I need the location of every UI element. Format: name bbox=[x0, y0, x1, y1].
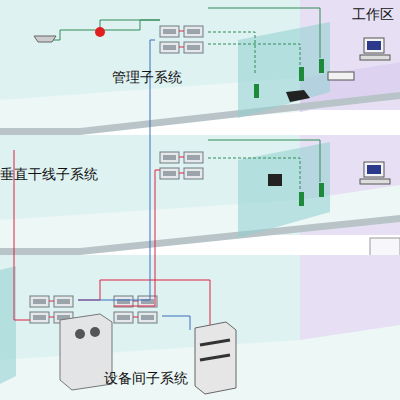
rack-unit bbox=[200, 340, 230, 345]
subsystem-label: 垂直干线子系统 bbox=[0, 166, 98, 182]
outlet bbox=[319, 59, 324, 73]
partition-wall bbox=[238, 22, 330, 118]
cable bbox=[208, 32, 255, 75]
floor-slab bbox=[0, 92, 400, 135]
cable bbox=[100, 20, 160, 32]
subsystem-label: 管理子系统 bbox=[112, 69, 182, 85]
ceiling-light bbox=[34, 36, 56, 42]
telephone bbox=[286, 90, 310, 102]
floor-slab bbox=[0, 215, 400, 255]
cable bbox=[162, 316, 190, 330]
rack-unit bbox=[200, 355, 230, 360]
subsystem-label: 设备间子系统 bbox=[104, 370, 188, 386]
outlet bbox=[299, 192, 304, 206]
cable bbox=[45, 20, 160, 40]
outlet bbox=[319, 183, 324, 197]
cable bbox=[208, 158, 300, 190]
floor-bottom bbox=[0, 255, 400, 400]
cable bbox=[208, 140, 320, 182]
alarm-bell bbox=[95, 27, 105, 37]
subsystem-label: 工作区 bbox=[352, 6, 394, 22]
server-rack bbox=[195, 322, 236, 394]
floor-top bbox=[0, 0, 400, 135]
outlet bbox=[299, 67, 304, 81]
partition-wall bbox=[238, 142, 330, 238]
cable bbox=[208, 8, 320, 58]
outlet bbox=[254, 84, 259, 98]
riser-cable bbox=[114, 170, 160, 306]
camera bbox=[268, 174, 282, 186]
fan bbox=[75, 329, 85, 339]
printer bbox=[328, 72, 354, 80]
fan bbox=[90, 327, 100, 337]
cable bbox=[208, 44, 300, 66]
